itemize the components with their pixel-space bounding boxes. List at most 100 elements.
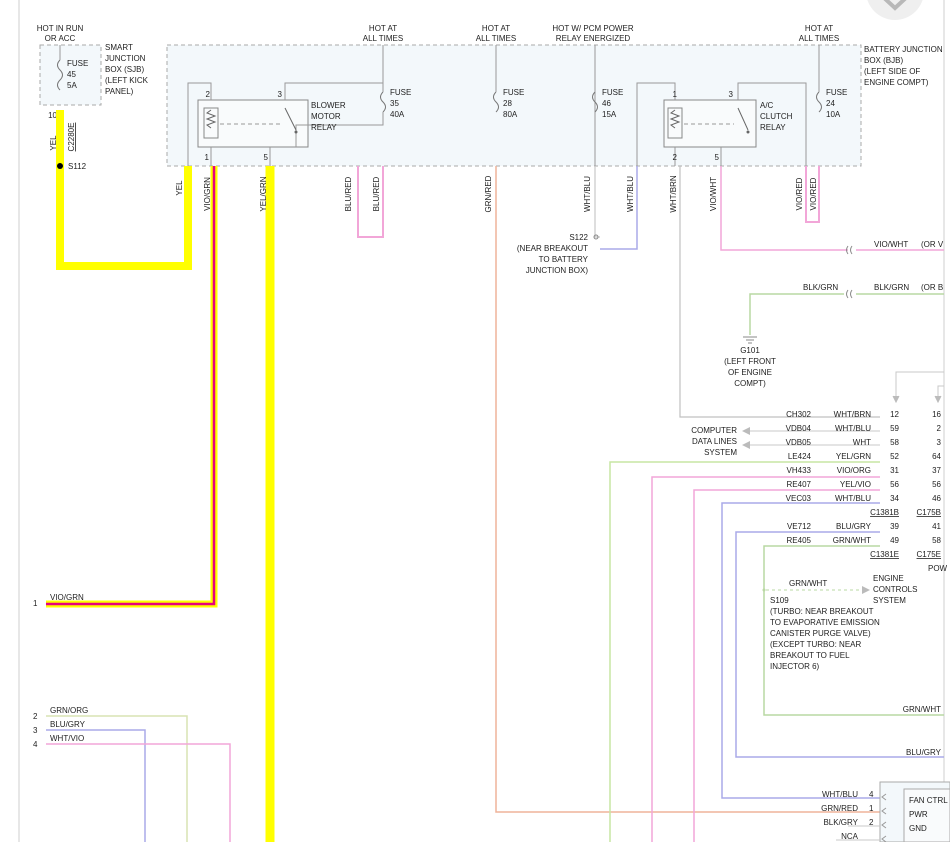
svg-text:WHT/BLU: WHT/BLU — [583, 176, 592, 212]
circuit-row: VDB04 WHT/BLU 59 2 — [786, 424, 942, 433]
wire-blu-gry — [735, 531, 944, 758]
svg-text:FAN CTRL: FAN CTRL — [909, 796, 948, 805]
splice-icon — [593, 234, 599, 240]
wire-vio-red-loop — [805, 166, 820, 223]
svg-text:FUSE: FUSE — [826, 88, 847, 97]
svg-text:(LEFT FRONT: (LEFT FRONT — [724, 357, 776, 366]
sjb-fuse-label: FUSE 45 5A — [67, 59, 88, 90]
svg-text:28: 28 — [503, 99, 512, 108]
svg-text:41: 41 — [932, 522, 941, 531]
svg-text:BLK/GRN: BLK/GRN — [874, 283, 909, 292]
wire-wht-brn — [679, 166, 880, 418]
svg-text:WHT/BLU: WHT/BLU — [626, 176, 635, 212]
connector-labels-2: C1381E C175E POW — [870, 550, 947, 573]
svg-text:(NEAR BREAKOUT: (NEAR BREAKOUT — [517, 244, 588, 253]
svg-text:HOT IN RUN: HOT IN RUN — [37, 24, 84, 33]
svg-text:BLU/GRY: BLU/GRY — [836, 522, 872, 531]
svg-text:INJECTOR 6): INJECTOR 6) — [770, 662, 820, 671]
wire-wht-vio — [46, 743, 231, 842]
svg-text:39: 39 — [890, 522, 899, 531]
fan-row: WHT/BLU 4 FAN CTRL — [822, 790, 948, 805]
svg-text:4: 4 — [33, 740, 38, 749]
sjb-splice-label: S112 — [68, 162, 87, 171]
svg-text:1: 1 — [673, 90, 678, 99]
svg-text:FUSE: FUSE — [390, 88, 411, 97]
blower-motor-relay: 2 3 1 5 BLOWER MOTOR RELAY — [187, 82, 384, 166]
svg-text:12: 12 — [890, 410, 899, 419]
blu-gry-right-label: BLU/GRY — [906, 748, 942, 757]
svg-text:BLU/RED: BLU/RED — [344, 176, 353, 211]
vertical-wire-labels: YEL VIO/GRN YEL/GRN BLU/RED BLU/RED GRN/… — [175, 175, 818, 213]
bjb-fuse-35: FUSE 35 40A — [390, 88, 411, 119]
svg-text:HOT AT: HOT AT — [369, 24, 397, 33]
close-button[interactable] — [866, 0, 924, 20]
wire-blu-red-loop — [357, 166, 384, 238]
wire-blu-gry-left — [46, 729, 146, 842]
svg-text:TO EVAPORATIVE EMISSION: TO EVAPORATIVE EMISSION — [770, 618, 880, 627]
circuit-row: VDB05 WHT 58 3 — [786, 438, 942, 447]
arrow-icon — [742, 427, 750, 449]
circuit-row: VH433 VIO/ORG 31 37 — [787, 466, 942, 475]
relay-coil-icon — [203, 107, 219, 139]
circuit-row: RE405 GRN/WHT 49 58 — [787, 536, 942, 545]
fan-row-nca: NCA — [841, 832, 859, 841]
svg-text:40A: 40A — [390, 110, 405, 119]
bjb-label: BATTERY JUNCTION BOX (BJB) (LEFT SIDE OF… — [864, 45, 943, 87]
svg-text:2: 2 — [206, 90, 211, 99]
svg-text:49: 49 — [890, 536, 899, 545]
svg-text:WHT/BLU: WHT/BLU — [835, 494, 871, 503]
svg-text:2: 2 — [673, 153, 678, 162]
pcm-feed-1 — [895, 371, 944, 402]
grn-wht-right-label: GRN/WHT — [903, 705, 941, 714]
svg-text:31: 31 — [890, 466, 899, 475]
svg-text:35: 35 — [390, 99, 399, 108]
arrow-icon — [892, 395, 942, 404]
wire-wht-blu-1 — [594, 166, 600, 238]
splice-icon — [762, 588, 766, 592]
svg-text:56: 56 — [932, 480, 941, 489]
svg-text:ALL TIMES: ALL TIMES — [799, 34, 839, 43]
svg-text:5A: 5A — [67, 81, 77, 90]
svg-text:RE405: RE405 — [787, 536, 812, 545]
svg-text:DATA LINES: DATA LINES — [692, 437, 737, 446]
wire-wht-blu-vec03 — [721, 502, 880, 799]
svg-text:WHT/BLU: WHT/BLU — [835, 424, 871, 433]
svg-text:GRN/RED: GRN/RED — [484, 175, 493, 212]
svg-text:POW: POW — [928, 564, 948, 573]
svg-text:5: 5 — [264, 153, 269, 162]
supply-hot-pcm-relay: HOT W/ PCM POWER RELAY ENERGIZED — [552, 24, 633, 43]
svg-text:3: 3 — [937, 438, 942, 447]
svg-text:PWR: PWR — [909, 810, 928, 819]
g101-label: G101 (LEFT FRONT OF ENGINE COMPT) — [724, 346, 776, 388]
svg-text:ENGINE: ENGINE — [873, 574, 904, 583]
relay-switch-icon — [284, 107, 297, 131]
svg-text:S109: S109 — [770, 596, 789, 605]
sjb-wire-label: YEL — [49, 135, 58, 151]
svg-text:(TURBO: NEAR BREAKOUT: (TURBO: NEAR BREAKOUT — [770, 607, 874, 616]
svg-text:HOT AT: HOT AT — [482, 24, 510, 33]
svg-text:16: 16 — [932, 410, 941, 419]
ground-icon — [743, 336, 757, 344]
svg-text:BLOWER: BLOWER — [311, 101, 346, 110]
svg-text:G101: G101 — [740, 346, 760, 355]
svg-text:56: 56 — [890, 480, 899, 489]
svg-text:VIO/GRN: VIO/GRN — [203, 177, 212, 211]
svg-text:HOT AT: HOT AT — [805, 24, 833, 33]
svg-text:FUSE: FUSE — [67, 59, 88, 68]
left-pin-1: 1 VIO/GRN — [33, 593, 84, 608]
circuit-row: CH302 WHT/BRN 12 16 — [786, 410, 941, 419]
svg-text:GRN/WHT: GRN/WHT — [833, 536, 871, 545]
svg-text:BOX (BJB): BOX (BJB) — [864, 56, 903, 65]
svg-text:15A: 15A — [602, 110, 617, 119]
svg-text:45: 45 — [67, 70, 76, 79]
ac-clutch-relay: 1 3 2 5 A/C CLUTCH RELAY — [636, 82, 807, 166]
svg-text:64: 64 — [932, 452, 941, 461]
svg-text:WHT/VIO: WHT/VIO — [50, 734, 84, 743]
svg-text:C175B: C175B — [917, 508, 941, 517]
circuit-row: VEC03 WHT/BLU 34 46 — [786, 494, 942, 503]
svg-text:2: 2 — [937, 424, 942, 433]
svg-text:BLU/GRY: BLU/GRY — [50, 720, 86, 729]
svg-text:2: 2 — [33, 712, 38, 721]
fan-wires — [836, 825, 880, 841]
